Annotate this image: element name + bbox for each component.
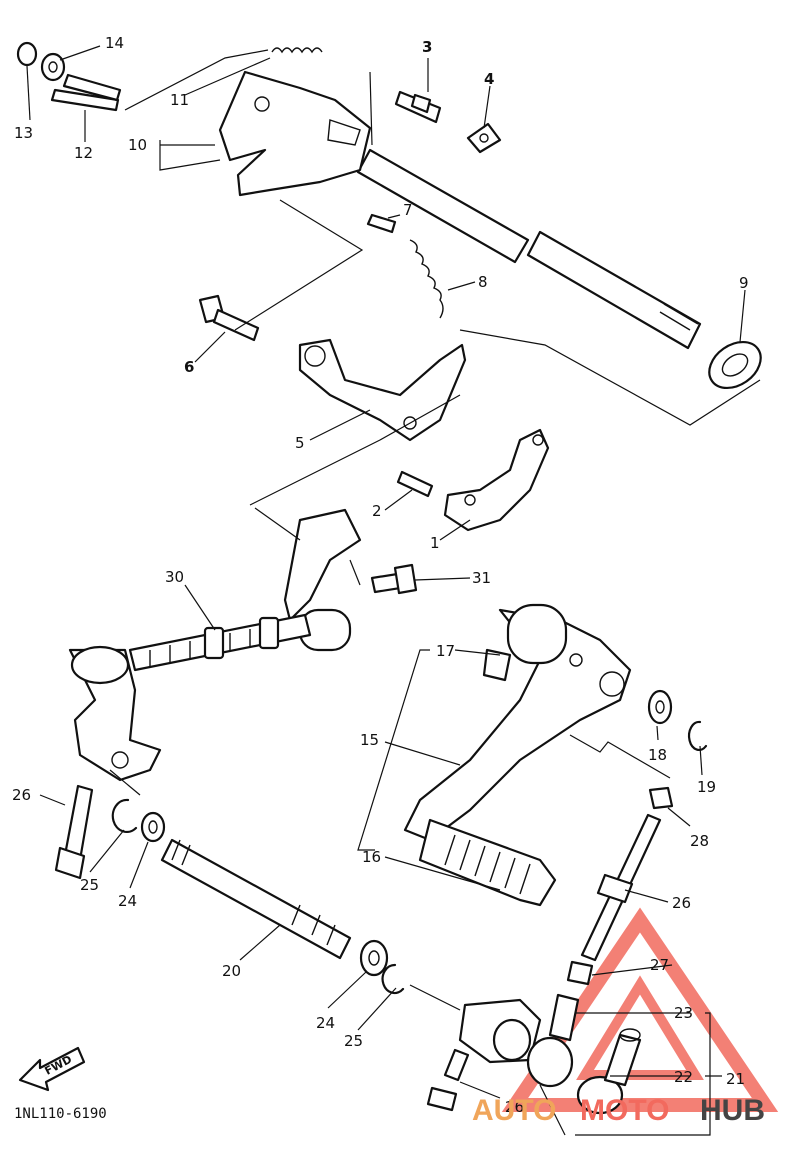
callout-20: 20 xyxy=(222,962,241,980)
shift-arm-linkage xyxy=(283,508,362,652)
callout-5: 5 xyxy=(295,434,305,452)
callout-labels: 14 13 12 11 10 3 4 7 8 9 6 5 2 1 31 30 1… xyxy=(12,34,749,1116)
callout-25-left: 25 xyxy=(80,876,99,894)
callout-13: 13 xyxy=(14,124,33,142)
foot-peg-rubber-part-16 xyxy=(418,818,557,907)
leader-lines xyxy=(26,45,746,1136)
bolt-part-2 xyxy=(396,470,434,498)
drawing-code: 1NL110-6190 xyxy=(14,1106,107,1122)
callout-12: 12 xyxy=(74,144,93,162)
spring-part-8 xyxy=(409,239,444,319)
bolt-part-6 xyxy=(198,294,260,342)
callout-18: 18 xyxy=(648,746,667,764)
ball-joint-part-22 xyxy=(576,1028,642,1115)
shaft-part-20 xyxy=(160,838,352,960)
callout-11: 11 xyxy=(170,91,189,109)
shift-shaft-assembly xyxy=(16,41,762,390)
callout-22: 22 xyxy=(674,1068,693,1086)
bolt-part-31 xyxy=(370,563,418,595)
callout-26-lower: 26 xyxy=(505,1098,524,1116)
joint-block xyxy=(458,998,542,1064)
callout-10: 10 xyxy=(128,136,147,154)
callout-23: 23 xyxy=(674,1004,693,1022)
bolt-part-7 xyxy=(366,213,397,234)
callout-2: 2 xyxy=(372,502,382,520)
callout-4: 4 xyxy=(484,70,494,88)
callout-28: 27 xyxy=(650,956,669,974)
callout-8: 8 xyxy=(478,273,488,291)
rod-part-27 xyxy=(580,813,662,962)
bolt-part-26-lower xyxy=(426,1048,470,1112)
shift-pedal-part-15 xyxy=(403,603,632,842)
circlip-part-25-left xyxy=(111,798,138,833)
ball-joint-part-23 xyxy=(526,993,580,1088)
nut-part-29 xyxy=(648,786,674,810)
callout-16: 16 xyxy=(362,848,381,866)
watermark-word-auto: AUTO xyxy=(472,1094,556,1127)
dashed-guides xyxy=(109,71,761,1136)
callout-1: 1 xyxy=(430,534,440,552)
callout-24-left: 24 xyxy=(118,892,137,910)
callout-30: 30 xyxy=(165,568,184,586)
shift-lever-lower xyxy=(68,645,162,782)
callout-31: 31 xyxy=(472,569,491,587)
tie-rod-part-30 xyxy=(128,613,312,672)
washer-part-18 xyxy=(647,689,673,725)
watermark-text: AUTO MOTO HUB xyxy=(472,1094,765,1127)
callout-7: 7 xyxy=(403,201,413,219)
callout-29: 28 xyxy=(690,832,709,850)
segment-part-1 xyxy=(443,428,550,532)
callout-26-left: 26 xyxy=(12,786,31,804)
callout-25-lower: 25 xyxy=(344,1032,363,1050)
callout-27: 26 xyxy=(672,894,691,912)
callout-19: 19 xyxy=(697,778,716,796)
callout-24-lower: 24 xyxy=(316,1014,335,1032)
plate-part-4 xyxy=(466,122,502,154)
fwd-arrow-icon xyxy=(18,1046,86,1092)
pin-part-17 xyxy=(482,648,512,682)
callout-17: 17 xyxy=(436,642,455,660)
stopper-lever-part-5 xyxy=(298,338,467,442)
bolt-part-26-left xyxy=(54,784,94,880)
circlip-part-19 xyxy=(688,720,708,751)
watermark-word-moto: MOTO xyxy=(580,1094,669,1127)
callout-15: 15 xyxy=(360,731,379,749)
callout-21: 21 xyxy=(726,1070,745,1088)
callout-9: 9 xyxy=(739,274,749,292)
washer-part-24-lower xyxy=(359,939,389,977)
bolt-part-3 xyxy=(394,90,442,124)
callout-14: 14 xyxy=(105,34,124,52)
circlip-part-25-lower xyxy=(381,963,405,995)
washer-part-24-left xyxy=(140,811,166,843)
nut-part-28 xyxy=(566,960,594,986)
watermark-word-hub: HUB xyxy=(700,1094,765,1127)
callout-3: 3 xyxy=(422,38,432,56)
callout-6: 6 xyxy=(184,358,194,376)
